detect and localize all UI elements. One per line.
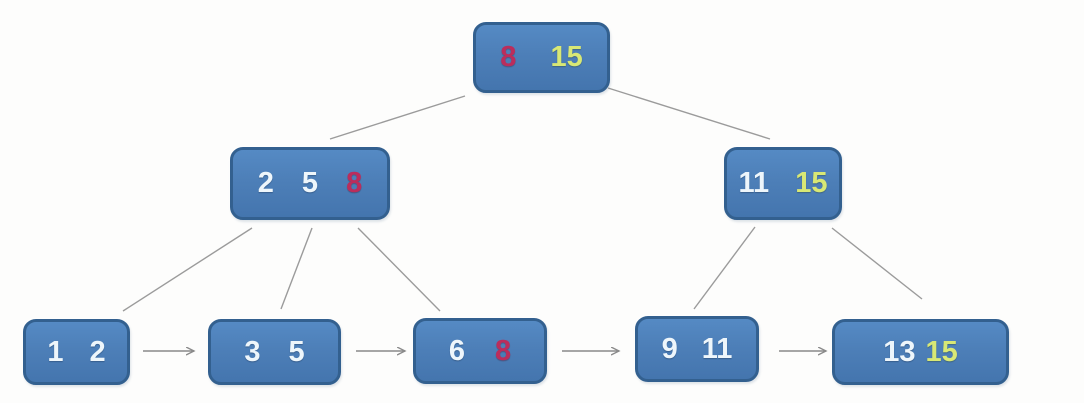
key: 2: [89, 335, 106, 368]
key: 3: [244, 335, 261, 368]
key: 11: [701, 332, 733, 365]
key: 6: [448, 334, 465, 367]
leaf-node-1: 1 2: [23, 319, 130, 385]
key: 5: [288, 335, 305, 368]
key: 15: [925, 335, 958, 368]
key: 9: [661, 332, 678, 365]
key: 8: [346, 167, 363, 199]
edge-internal-left-leaf-3: [357, 227, 441, 312]
edge-internal-right-leaf-5: [831, 227, 923, 300]
edge-internal-left-leaf-1: [122, 227, 253, 312]
key: 15: [550, 41, 583, 73]
edge-root-internal-right: [607, 87, 771, 140]
key: 15: [795, 167, 828, 199]
key: 2: [257, 167, 274, 199]
edge-internal-right-leaf-4: [693, 226, 756, 310]
leaf-node-3: 6 8: [413, 318, 547, 384]
leaf-node-4: 9 11: [635, 316, 759, 382]
internal-node-left: 2 5 8: [230, 147, 390, 220]
key: 1: [47, 335, 64, 368]
root-node: 8 15: [473, 22, 610, 93]
leaf-node-5: 13 15: [832, 319, 1009, 385]
key: 13: [883, 335, 916, 368]
key: 8: [500, 41, 517, 73]
edge-root-internal-left: [329, 95, 466, 140]
key: 8: [495, 334, 512, 367]
leaf-node-2: 3 5: [208, 319, 341, 385]
internal-node-right: 11 15: [724, 147, 842, 220]
key: 11: [738, 167, 770, 199]
edge-internal-left-leaf-2: [280, 227, 313, 310]
key: 5: [301, 167, 319, 199]
